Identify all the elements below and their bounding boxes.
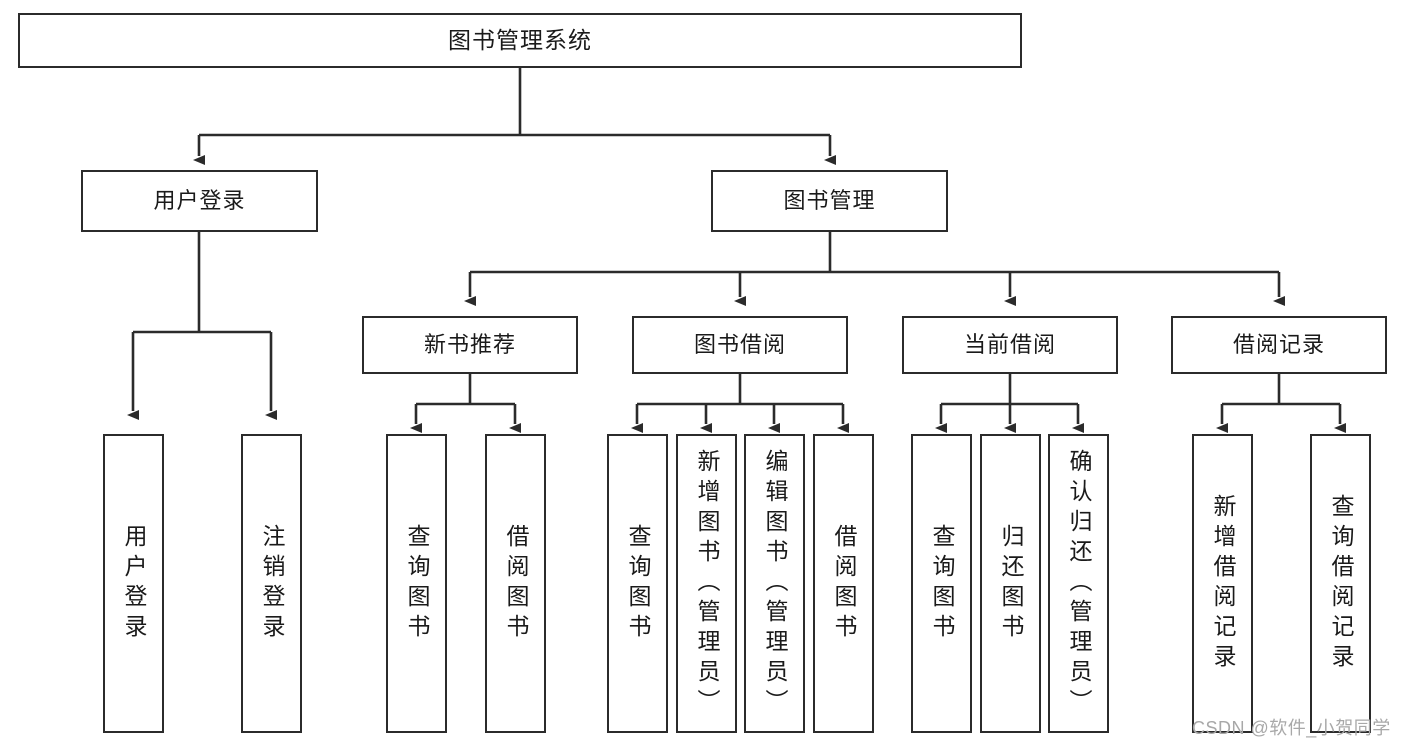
leaf-query-book-2[interactable]: 查询图书 [607,434,668,733]
node-root-label: 图书管理系统 [448,26,592,53]
leaf-query-book-1-label: 查询图书 [404,523,430,644]
leaf-borrow-book-1[interactable]: 借阅图书 [485,434,546,733]
leaf-borrow-book-2[interactable]: 借阅图书 [813,434,874,733]
node-borrow-record[interactable]: 借阅记录 [1171,316,1387,374]
node-current-borrow-label: 当前借阅 [963,331,1056,357]
leaf-edit-book-label: 编辑图书（管理员） [762,448,788,719]
leaf-query-book-3[interactable]: 查询图书 [911,434,972,733]
node-borrow-record-label: 借阅记录 [1232,331,1325,357]
leaf-query-book-2-label: 查询图书 [625,523,651,644]
node-current-borrow[interactable]: 当前借阅 [902,316,1118,374]
leaf-query-record-label: 查询借阅记录 [1328,493,1354,674]
node-book-borrow-label: 图书借阅 [693,331,786,357]
node-book-manage[interactable]: 图书管理 [711,170,948,232]
leaf-confirm-return[interactable]: 确认归还（管理员） [1048,434,1109,733]
leaf-add-book-label: 新增图书（管理员） [694,448,720,719]
leaf-add-record-label: 新增借阅记录 [1210,493,1236,674]
leaf-return-book-label: 归还图书 [998,523,1024,644]
node-root[interactable]: 图书管理系统 [18,13,1022,68]
leaf-edit-book[interactable]: 编辑图书（管理员） [744,434,805,733]
leaf-user-login[interactable]: 用户登录 [103,434,164,733]
leaf-logout-label: 注销登录 [259,523,285,644]
leaf-query-book-1[interactable]: 查询图书 [386,434,447,733]
leaf-query-book-3-label: 查询图书 [929,523,955,644]
node-user-login-label: 用户登录 [153,187,246,213]
leaf-borrow-book-2-label: 借阅图书 [831,523,857,644]
leaf-logout[interactable]: 注销登录 [241,434,302,733]
node-new-book-recommend-label: 新书推荐 [423,331,516,357]
node-user-login[interactable]: 用户登录 [81,170,318,232]
node-book-manage-label: 图书管理 [783,187,876,213]
watermark: CSDN @软件_小贺同学 [1192,718,1391,738]
node-new-book-recommend[interactable]: 新书推荐 [362,316,578,374]
leaf-borrow-book-1-label: 借阅图书 [503,523,529,644]
leaf-add-book[interactable]: 新增图书（管理员） [676,434,737,733]
leaf-query-record[interactable]: 查询借阅记录 [1310,434,1371,733]
node-book-borrow[interactable]: 图书借阅 [632,316,848,374]
leaf-user-login-label: 用户登录 [121,523,147,644]
leaf-confirm-return-label: 确认归还（管理员） [1066,448,1092,719]
leaf-add-record[interactable]: 新增借阅记录 [1192,434,1253,733]
leaf-return-book[interactable]: 归还图书 [980,434,1041,733]
